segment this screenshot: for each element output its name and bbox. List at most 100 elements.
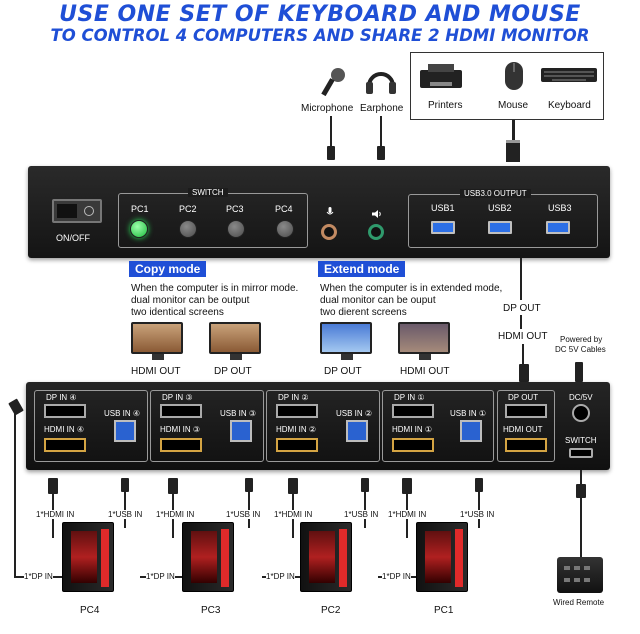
dc-cables-label: DC 5V Cables	[555, 345, 606, 354]
pc4-dp-label: 1*DP IN	[24, 572, 53, 581]
usb2-label: USB2	[488, 203, 512, 213]
pc2-button[interactable]	[179, 220, 197, 238]
pc2-hdmi-label: 1*HDMI IN	[274, 510, 313, 519]
dp-in-1-port[interactable]	[392, 404, 434, 418]
hdmi-out-plug	[519, 364, 529, 382]
pc3-hdmi-label: 1*HDMI IN	[156, 510, 195, 519]
usb-in-3-port[interactable]	[230, 420, 252, 442]
remote-plug	[576, 484, 586, 498]
hdmi-out-cable	[522, 344, 524, 366]
hdmi-in-4-port[interactable]	[44, 438, 86, 452]
onoff-label: ON/OFF	[56, 233, 90, 243]
pc4-label: PC4	[275, 204, 293, 214]
usb-cable	[512, 120, 515, 146]
wired-remote-icon[interactable]	[557, 557, 603, 593]
pc2-usb-label: 1*USB IN	[344, 510, 379, 519]
keyboard-label: Keyboard	[548, 100, 591, 111]
printers-label: Printers	[428, 100, 463, 111]
usb-in-2-port[interactable]	[346, 420, 368, 442]
usb-output-label: USB3.0 OUTPUT	[460, 189, 531, 198]
pc1-hdmi-cable	[406, 478, 408, 538]
usb3-label: USB3	[548, 203, 572, 213]
usb-in-4-label: USB IN ④	[104, 409, 141, 418]
remote-cable	[580, 470, 582, 558]
extend-mode-desc-2: dual monitor can be ouput	[320, 295, 436, 306]
pc3-usb-plug	[245, 478, 253, 492]
earphone-cable	[380, 116, 382, 152]
dc-port[interactable]	[572, 404, 590, 422]
hdmi-in-3-label: HDMI IN ③	[160, 425, 201, 434]
extend-monitor-2	[398, 322, 450, 360]
left-dp-cable	[14, 408, 16, 578]
pc3-dp-label: 1*DP IN	[146, 572, 175, 581]
switch-port[interactable]	[569, 448, 593, 458]
hdmi-out-port[interactable]	[505, 438, 547, 452]
headline: USE ONE SET OF KEYBOARD AND MOUSE	[59, 2, 581, 27]
extend-monitor-1	[320, 322, 372, 360]
pc1-hdmi-label: 1*HDMI IN	[388, 510, 427, 519]
pc4-hdmi-label: 1*HDMI IN	[36, 510, 75, 519]
wired-remote-label: Wired Remote	[553, 598, 605, 607]
pc3-label: PC3	[226, 204, 244, 214]
pc3-button[interactable]	[227, 220, 245, 238]
pc4-usb-plug	[121, 478, 129, 492]
input-segment-2	[266, 390, 380, 462]
hdmi-in-3-port[interactable]	[160, 438, 202, 452]
hdmi-in-2-label: HDMI IN ②	[276, 425, 317, 434]
audio-jack[interactable]	[368, 224, 384, 240]
dc-plug	[575, 362, 583, 382]
output-segment	[497, 390, 555, 462]
copy-mode-label: Copy mode	[129, 261, 207, 277]
pc4-label: PC4	[80, 605, 100, 616]
pc2-usb-plug	[361, 478, 369, 492]
microphone-icon	[318, 66, 348, 100]
input-segment-1	[382, 390, 494, 462]
usb-in-3-label: USB IN ③	[220, 409, 257, 418]
usb1-label: USB1	[431, 203, 455, 213]
usb1-port[interactable]	[431, 221, 455, 234]
pc3-hdmi-cable	[172, 478, 174, 538]
power-switch[interactable]	[52, 199, 102, 223]
pc2-dp-label: 1*DP IN	[266, 572, 295, 581]
pc2-label: PC2	[179, 204, 197, 214]
dp-in-2-port[interactable]	[276, 404, 318, 418]
copy-mode-desc-3: two identical screens	[131, 307, 224, 318]
power-indicator	[84, 206, 94, 216]
pc4-hdmi-plug	[48, 478, 58, 494]
copy-mode-desc-1: When the computer is in mirror mode.	[131, 283, 299, 294]
pc1-usb-label: 1*USB IN	[460, 510, 495, 519]
pc3-usb-label: 1*USB IN	[226, 510, 261, 519]
hdmi-out-label: HDMI OUT	[498, 331, 548, 342]
pc2-label: PC2	[321, 605, 341, 616]
pc3-hdmi-plug	[168, 478, 178, 494]
mouse-label: Mouse	[498, 100, 529, 111]
usb3-port[interactable]	[546, 221, 570, 234]
kvm-front-panel	[28, 166, 610, 258]
switch-port-label: SWITCH	[565, 436, 597, 445]
usb-plug	[506, 140, 520, 162]
mic-jack[interactable]	[321, 224, 337, 240]
usb-in-1-port[interactable]	[460, 420, 482, 442]
usb-in-4-port[interactable]	[114, 420, 136, 442]
pc1-hdmi-plug	[402, 478, 412, 494]
pc1-usb-cable	[478, 478, 480, 528]
extend-out-1: DP OUT	[324, 366, 362, 377]
dp-in-4-port[interactable]	[44, 404, 86, 418]
pc4-usb-label: 1*USB IN	[108, 510, 143, 519]
mic-symbol-icon	[326, 204, 334, 215]
dp-in-2-label: DP IN ②	[278, 393, 309, 402]
pc1-button[interactable]	[130, 220, 148, 238]
dc-label: DC/5V	[569, 393, 593, 402]
dp-out-port[interactable]	[505, 404, 547, 418]
pc1-label: PC1	[434, 605, 454, 616]
pc4-button[interactable]	[276, 220, 294, 238]
dp-in-3-port[interactable]	[160, 404, 202, 418]
hdmi-in-1-port[interactable]	[392, 438, 434, 452]
dp-out-cable	[520, 258, 522, 300]
pc4-hdmi-cable	[52, 478, 54, 538]
usb2-port[interactable]	[488, 221, 512, 234]
pc2-usb-cable	[364, 478, 366, 528]
earphone-plug	[377, 146, 385, 160]
pc2-computer-icon	[300, 522, 352, 592]
hdmi-in-2-port[interactable]	[276, 438, 318, 452]
